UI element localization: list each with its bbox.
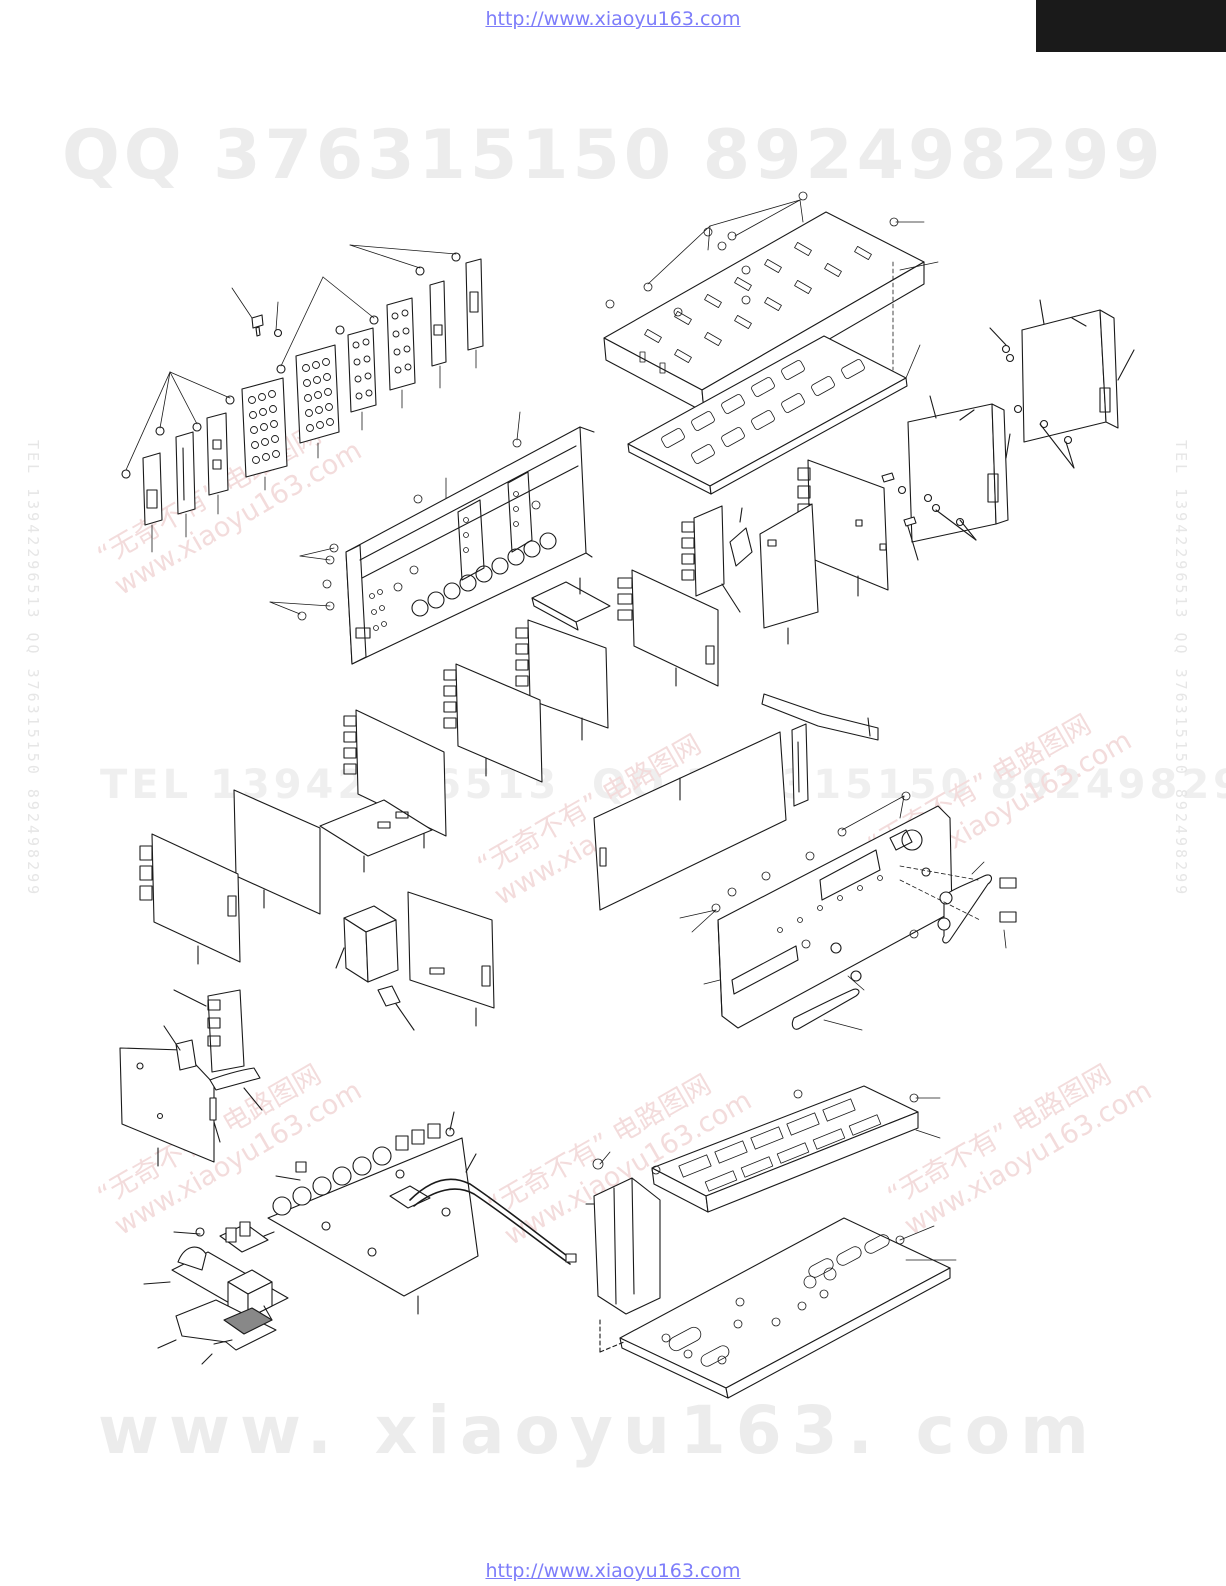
front-panel-hardware xyxy=(792,875,1016,1029)
dsp-module-2 xyxy=(899,396,1011,542)
flat-cable-connector xyxy=(210,1068,262,1142)
input-board-2-jacks xyxy=(618,578,632,620)
jack-plate-2 xyxy=(176,432,195,514)
jack-plate-9 xyxy=(466,259,483,350)
watermark-tel-line: TEL 13942296513 xyxy=(100,762,561,808)
audio-board-a-jacks xyxy=(344,716,356,774)
input-board-1 xyxy=(682,506,740,612)
jack-plate-holes xyxy=(249,310,412,464)
display-board xyxy=(594,732,786,910)
input-board-4 xyxy=(444,664,542,782)
jack-plate-7 xyxy=(387,298,415,390)
input-board-4-jacks xyxy=(444,670,456,728)
main-amp-relays xyxy=(396,1124,440,1150)
source-link-bottom[interactable]: http://www.xiaoyu163.com xyxy=(485,1560,741,1582)
jack-plate-8 xyxy=(430,281,446,366)
chassis-round-connectors xyxy=(412,533,556,616)
input-board-1-jacks xyxy=(682,522,694,580)
small-connector-board xyxy=(164,1026,196,1070)
audio-board-c xyxy=(140,834,240,964)
main-amp-knobs xyxy=(273,1147,391,1215)
small-shield-board xyxy=(532,578,610,630)
jack-plate-3 xyxy=(207,413,228,495)
page-index-tab xyxy=(1036,0,1226,52)
small-bracket xyxy=(378,986,414,1030)
chassis-small-holes xyxy=(370,492,519,631)
jack-plate-4 xyxy=(242,378,287,477)
jack-plate-6 xyxy=(348,328,376,412)
sub-digital-board xyxy=(760,504,818,644)
rear-panel-leaders xyxy=(270,412,540,620)
input-board-3 xyxy=(516,620,608,740)
bottom-chassis xyxy=(600,1218,950,1398)
top-cover-vent-slots xyxy=(640,242,871,373)
rear-jack-panel-group xyxy=(122,245,483,552)
main-amp-board xyxy=(268,1112,478,1314)
bottom-chassis-leaders xyxy=(593,1090,956,1364)
jack-plate-1 xyxy=(143,453,162,525)
input-board-2 xyxy=(618,570,718,686)
watermark-domain: www. xiaoyu163. com xyxy=(98,1392,1099,1469)
audio-board-d xyxy=(408,892,494,1026)
ribbon-cable xyxy=(762,694,878,740)
watermark-qq-numbers: QQ 376315150 892498299 xyxy=(62,116,1165,195)
insulator-sheet xyxy=(158,1300,276,1364)
audio-board-c-jacks xyxy=(140,846,152,900)
front-panel-chassis xyxy=(718,806,952,1028)
side-heatsink-bracket xyxy=(586,1178,660,1314)
dsp-module-1 xyxy=(990,300,1134,468)
front-panel-holes xyxy=(778,876,883,933)
audio-board-b xyxy=(234,790,320,914)
front-panel-leaders xyxy=(680,792,1006,1030)
display-connector-strip xyxy=(792,724,808,806)
headphone-board xyxy=(174,990,244,1072)
jack-panel-leaders xyxy=(126,245,476,552)
power-relay-block xyxy=(336,906,398,982)
input-board-3-jacks xyxy=(516,628,528,686)
chip-module xyxy=(730,508,752,566)
rear-panel-chassis xyxy=(346,427,594,664)
source-link-top[interactable]: http://www.xiaoyu163.com xyxy=(485,8,741,30)
jack-panel-screws xyxy=(122,253,460,478)
wire-harness xyxy=(390,1154,576,1264)
inner-plate-cutouts xyxy=(660,358,865,464)
bottom-shield-plate xyxy=(652,1086,918,1212)
top-cover-leaders xyxy=(606,192,938,378)
inner-plate xyxy=(628,336,907,494)
front-input-board xyxy=(120,1048,214,1166)
headphone-board-jacks xyxy=(208,1000,220,1046)
shield-plate-cutouts xyxy=(679,1099,881,1191)
interconnect-board xyxy=(320,800,432,872)
power-board xyxy=(144,1222,288,1320)
